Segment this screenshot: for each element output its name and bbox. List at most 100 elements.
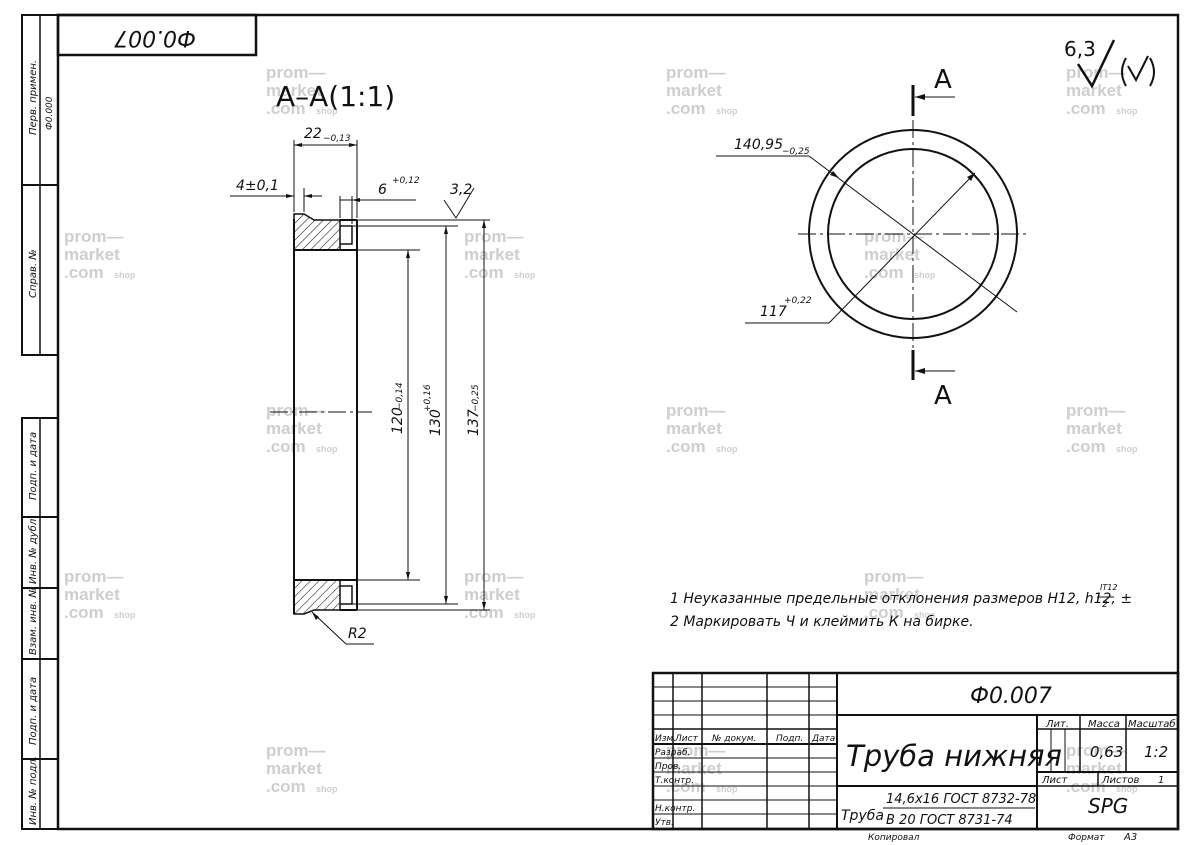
- perv-primen-value: Ф0.000: [45, 96, 55, 130]
- svg-text:.com: .com: [266, 437, 306, 456]
- tb-material-line2: В 20 ГОСТ 8731-74: [886, 813, 1013, 828]
- svg-text:prom—: prom—: [266, 63, 326, 82]
- svg-text:market: market: [666, 81, 722, 100]
- tb-format: А3: [1123, 832, 1137, 843]
- tb-izm: Изм.: [655, 734, 676, 744]
- note-1: 1 Неуказанные предельные отклонения разм…: [670, 591, 1132, 607]
- dim-d120: 120: [390, 407, 406, 434]
- sprav-label: Справ. №: [28, 249, 39, 298]
- svg-text:market: market: [64, 245, 120, 264]
- svg-text:.com: .com: [1066, 437, 1106, 456]
- tb-material-line1: 14,6х16 ГОСТ 8732-78: [886, 792, 1036, 807]
- dim-width-tol: −0,13: [323, 134, 351, 144]
- tb-date: Дата: [811, 734, 835, 744]
- svg-text:prom—: prom—: [1066, 741, 1126, 760]
- inv-dubl-label: Инв. № дубл.: [27, 516, 39, 584]
- svg-text:prom—: prom—: [1066, 401, 1126, 420]
- tb-nkontr: Н.контр.: [655, 804, 695, 814]
- dim-outer-dia-tol: −0,25: [782, 147, 810, 157]
- svg-text:shop: shop: [316, 106, 338, 116]
- tb-sheets-label: Листов: [1101, 775, 1139, 786]
- dim-d120-tol: −0,14: [395, 382, 405, 410]
- section-label-bottom: А: [934, 381, 952, 411]
- watermark: prom—market.com shop: [64, 227, 136, 282]
- dim-d137: 137: [466, 409, 482, 436]
- tb-mass-label: Масса: [1088, 719, 1120, 730]
- svg-text:market: market: [266, 759, 322, 778]
- svg-text:market: market: [1066, 81, 1122, 100]
- svg-text:prom—: prom—: [666, 63, 726, 82]
- tb-lit-label: Лит.: [1045, 719, 1069, 730]
- watermark: prom—market.com shop: [1066, 401, 1138, 456]
- svg-text:shop: shop: [716, 784, 738, 794]
- tb-mass: 0,63: [1090, 743, 1123, 761]
- dim-inner-dia: 117: [760, 304, 787, 320]
- section-view: А–А(1:1) 22 −0,13 4±0,1 6: [230, 80, 490, 645]
- svg-text:shop: shop: [114, 610, 136, 620]
- tb-format-label: Формат: [1068, 833, 1105, 843]
- svg-text:.com: .com: [864, 603, 904, 622]
- podp-data-label-1: Подп. и дата: [28, 432, 39, 500]
- section-title: А–А(1:1): [276, 80, 395, 113]
- technical-notes: 1 Неуказанные предельные отклонения разм…: [670, 583, 1132, 630]
- section-label-top: А: [934, 65, 952, 95]
- svg-text:.com: .com: [864, 263, 904, 282]
- svg-text:prom—: prom—: [864, 567, 924, 586]
- svg-text:market: market: [1066, 419, 1122, 438]
- dim-groove: 6: [378, 182, 387, 198]
- svg-text:shop: shop: [316, 784, 338, 794]
- inv-podl-label: Инв. № подл.: [28, 756, 39, 825]
- svg-text:shop: shop: [716, 106, 738, 116]
- tb-scale-label: Масштаб: [1128, 718, 1176, 730]
- tb-designation: Ф0.007: [970, 684, 1052, 709]
- svg-text:.com: .com: [666, 437, 706, 456]
- svg-text:.com: .com: [64, 263, 104, 282]
- tb-doc-no: № докум.: [711, 734, 756, 744]
- svg-text:prom—: prom—: [64, 227, 124, 246]
- svg-text:prom—: prom—: [464, 227, 524, 246]
- podp-data-label-2: Подп. и дата: [28, 677, 39, 745]
- tb-copied: Копировал: [868, 833, 920, 843]
- tb-material-prefix: Труба: [841, 808, 884, 824]
- svg-text:market: market: [666, 419, 722, 438]
- note-1-fraction-top: IT12: [1100, 583, 1117, 592]
- tb-name: Труба нижняя: [846, 739, 1062, 773]
- vzam-inv-label: Взам. инв. №: [28, 587, 39, 655]
- svg-text:market: market: [266, 81, 322, 100]
- title-block: Ф0.007 Труба нижняя Труба 14,6х16 ГОСТ 8…: [651, 671, 1180, 843]
- tb-sheet-label: Лист: [1041, 775, 1069, 786]
- dim-offset: 4±0,1: [236, 178, 279, 194]
- tb-scale: 1:2: [1144, 743, 1168, 761]
- svg-text:shop: shop: [914, 270, 936, 280]
- hatched-wall-bottom: [293, 579, 341, 615]
- svg-text:prom—: prom—: [464, 567, 524, 586]
- svg-text:market: market: [864, 245, 920, 264]
- dim-outer-dia: 140,95: [734, 137, 783, 153]
- svg-text:prom—: prom—: [864, 227, 924, 246]
- plan-view: А А 140,95 −0,25 117 +0,22: [716, 65, 1028, 411]
- svg-text:.com: .com: [64, 603, 104, 622]
- svg-text:market: market: [464, 585, 520, 604]
- note-2: 2 Маркировать Ч и клеймить К на бирке.: [670, 614, 974, 630]
- tb-utv: Утв.: [655, 818, 674, 828]
- roughness-local: 3,2: [450, 182, 472, 198]
- svg-text:shop: shop: [716, 444, 738, 454]
- svg-text:shop: shop: [1116, 106, 1138, 116]
- tb-sheets: 1: [1158, 775, 1164, 786]
- perv-primen-label: Перв. примен.: [28, 60, 39, 135]
- dim-inner-dia-tol: +0,22: [784, 296, 812, 306]
- roughness-main: 6,3: [1064, 37, 1096, 61]
- svg-text:prom—: prom—: [266, 741, 326, 760]
- svg-text:shop: shop: [1116, 784, 1138, 794]
- svg-text:shop: shop: [1116, 444, 1138, 454]
- svg-text:shop: shop: [114, 270, 136, 280]
